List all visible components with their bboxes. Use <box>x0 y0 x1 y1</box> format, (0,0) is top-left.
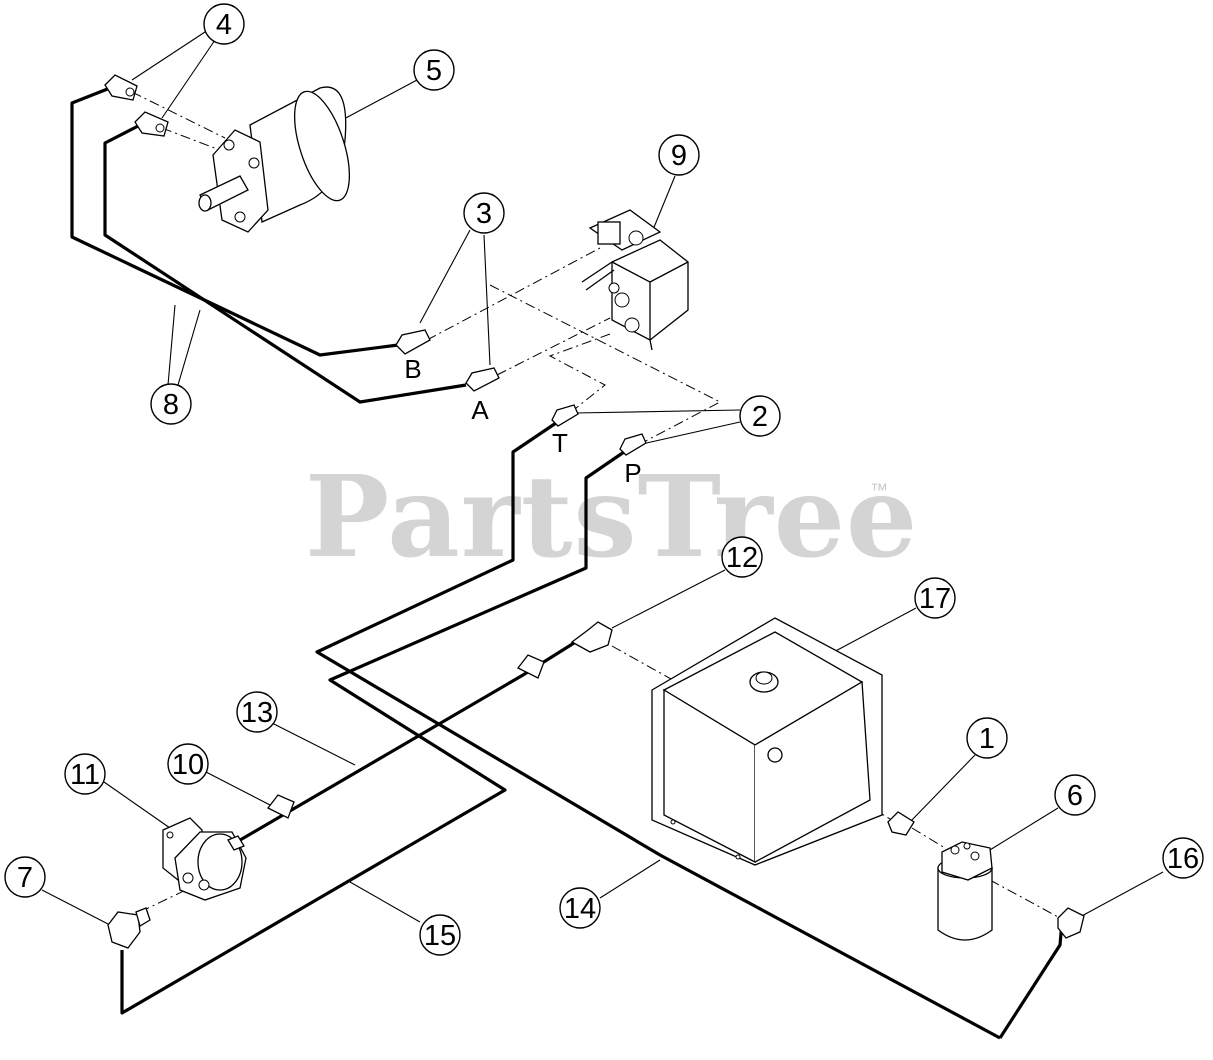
hydraulic-tank <box>651 617 883 866</box>
callout-2: 2 <box>739 395 781 437</box>
svg-text:8: 8 <box>163 389 179 421</box>
svg-text:12: 12 <box>726 542 758 574</box>
callout-5: 5 <box>413 49 455 91</box>
callout-balloons: 4 5 9 3 8 2 12 17 13 10 11 1 6 16 7 15 1… <box>4 3 1204 956</box>
port-label-b: B <box>404 354 421 384</box>
callout-12: 12 <box>721 536 763 578</box>
port-label-p: P <box>624 458 641 488</box>
callout-8: 8 <box>150 383 192 425</box>
callout-6: 6 <box>1054 774 1096 816</box>
svg-text:10: 10 <box>172 749 204 781</box>
elbow-fitting <box>107 907 151 949</box>
hose-motor-to-b <box>70 86 399 357</box>
svg-text:11: 11 <box>70 759 100 791</box>
svg-text:4: 4 <box>216 9 232 41</box>
callout-3: 3 <box>463 192 505 234</box>
port-labels: B A T P <box>404 354 641 488</box>
hose-filter-return <box>998 921 1064 1039</box>
watermark-trademark: ™ <box>870 480 888 500</box>
oil-filter <box>937 841 993 941</box>
control-valve <box>581 209 689 351</box>
leader-lines <box>41 29 1164 926</box>
callout-14: 14 <box>559 887 601 929</box>
hydraulic-pump <box>162 817 247 901</box>
callout-15: 15 <box>419 914 461 956</box>
callout-11: 11 <box>64 753 106 795</box>
return-elbow <box>1057 907 1085 939</box>
watermark: PartsTree <box>305 452 919 583</box>
svg-text:6: 6 <box>1067 780 1083 812</box>
hose-tank-to-pump-suction <box>234 641 575 845</box>
callout-4: 4 <box>203 3 245 45</box>
svg-text:1: 1 <box>979 723 995 755</box>
svg-text:2: 2 <box>752 401 768 433</box>
hose-p-to-pump <box>120 450 625 1015</box>
svg-text:16: 16 <box>1167 843 1199 875</box>
hydraulic-motor <box>198 86 351 233</box>
svg-text:5: 5 <box>426 55 442 87</box>
callout-1: 1 <box>966 717 1008 759</box>
callout-17: 17 <box>914 577 956 619</box>
svg-text:7: 7 <box>17 862 33 894</box>
tank-fitting <box>267 621 613 819</box>
hose-motor-to-a <box>103 123 467 404</box>
hoses <box>70 86 1064 1040</box>
callout-9: 9 <box>658 134 700 176</box>
port-label-t: T <box>552 428 568 458</box>
callout-7: 7 <box>4 856 46 898</box>
callout-13: 13 <box>236 691 278 733</box>
hose-t-to-tank <box>315 421 1001 1040</box>
port-fittings <box>395 329 647 456</box>
svg-text:14: 14 <box>564 893 596 925</box>
callout-16: 16 <box>1162 837 1204 879</box>
svg-text:9: 9 <box>671 140 687 172</box>
svg-text:17: 17 <box>919 583 951 615</box>
svg-text:3: 3 <box>476 198 492 230</box>
port-label-a: A <box>471 395 489 425</box>
filter-adapter <box>887 811 915 836</box>
svg-text:13: 13 <box>241 697 273 729</box>
callout-10: 10 <box>167 743 209 785</box>
fittings-motor <box>104 74 169 137</box>
svg-text:15: 15 <box>424 920 456 952</box>
